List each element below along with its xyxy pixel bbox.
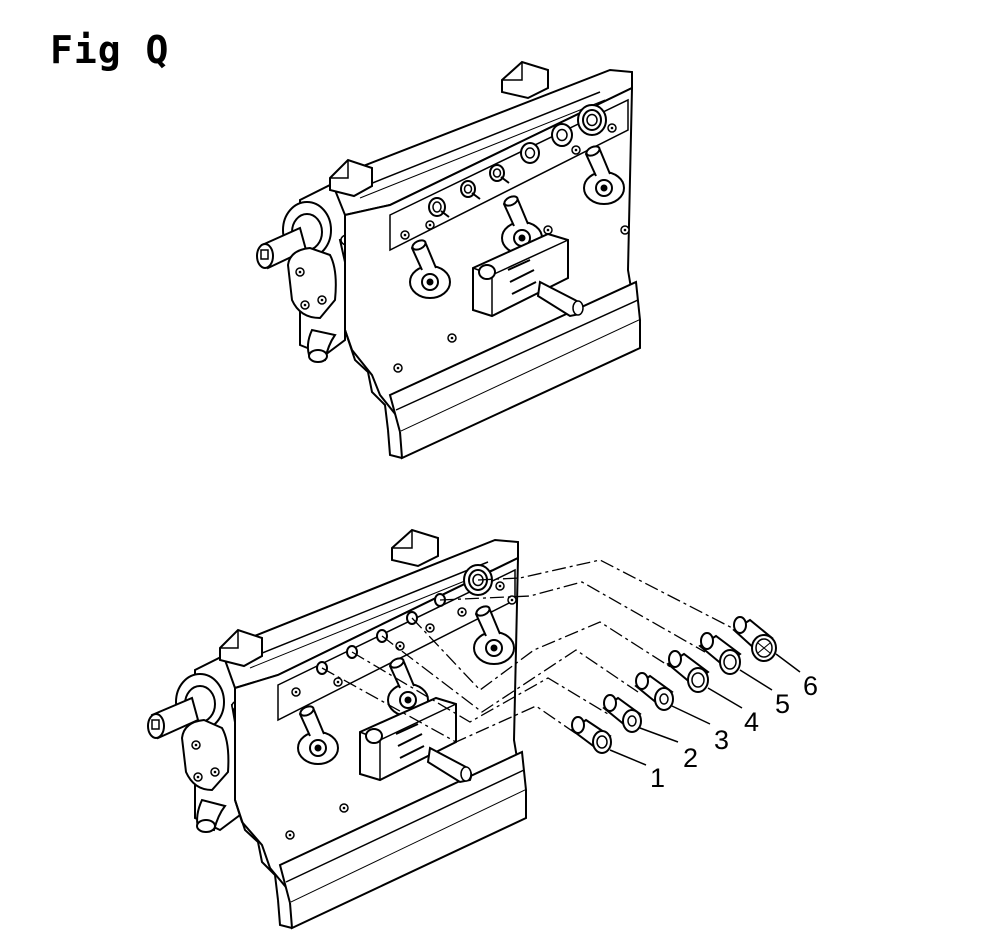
callout-2: 2	[683, 743, 698, 773]
part-5	[698, 632, 773, 691]
valve-block	[472, 232, 584, 318]
part-6	[732, 616, 801, 673]
gearbox-housing	[256, 183, 368, 363]
callout-3: 3	[714, 725, 729, 755]
callout-6: 6	[803, 671, 818, 701]
part-1	[570, 716, 647, 766]
exploded-view: 1 2 3 4 5 6	[147, 528, 818, 930]
part-2	[602, 694, 679, 743]
part-4	[666, 650, 743, 709]
callout-5: 5	[775, 689, 790, 719]
gearbox-housing	[147, 653, 260, 833]
explode-lines	[321, 559, 741, 743]
part-3	[634, 672, 711, 725]
figure-title: Fig Q	[50, 28, 170, 72]
callout-1: 1	[650, 763, 665, 793]
callout-4: 4	[744, 707, 759, 737]
assembled-view	[256, 60, 642, 460]
installed-fittings	[428, 104, 607, 218]
valve-block	[359, 696, 473, 784]
